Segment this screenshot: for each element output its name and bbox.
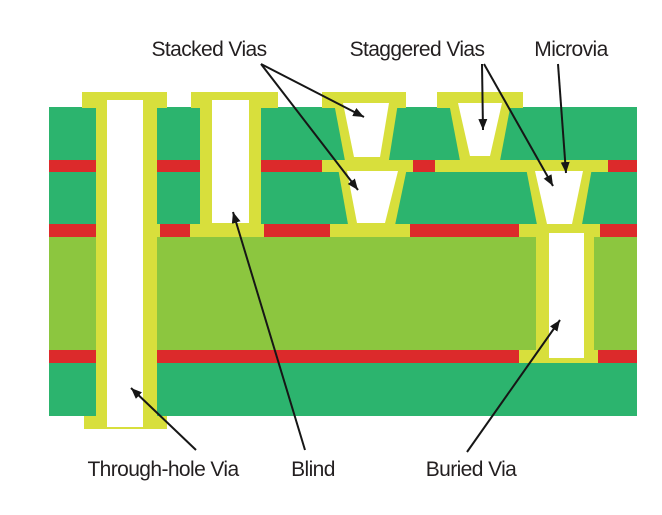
label-through-hole-via: Through-hole Via bbox=[87, 458, 239, 481]
arrow-staggered-via-top bbox=[478, 63, 488, 131]
arrow-blind-via bbox=[231, 211, 306, 451]
arrow-staggered-via-bottom bbox=[483, 63, 554, 187]
label-staggered-vias: Staggered Vias bbox=[349, 38, 485, 61]
copper-layer-3-trace bbox=[49, 350, 637, 363]
blind-via-shape bbox=[200, 100, 261, 237]
arrow-microvia bbox=[557, 63, 570, 174]
arrow-stacked-via-top bbox=[260, 63, 365, 118]
label-stacked-vias: Stacked Vias bbox=[151, 38, 268, 61]
label-buried-via: Buried Via bbox=[425, 458, 517, 481]
copper-layer-1-traces bbox=[49, 160, 637, 172]
label-blind-via: Blind bbox=[291, 458, 335, 481]
annotation-arrows bbox=[130, 63, 570, 453]
through-hole-via-shape bbox=[96, 100, 157, 427]
copper-layer-2-traces bbox=[49, 224, 637, 237]
label-microvia: Microvia bbox=[534, 38, 608, 61]
arrow-through-hole-via bbox=[130, 387, 197, 451]
arrow-buried-via bbox=[466, 319, 561, 453]
arrow-stacked-via-bottom bbox=[260, 63, 359, 191]
stacked-via-bottom-shape bbox=[338, 168, 407, 230]
